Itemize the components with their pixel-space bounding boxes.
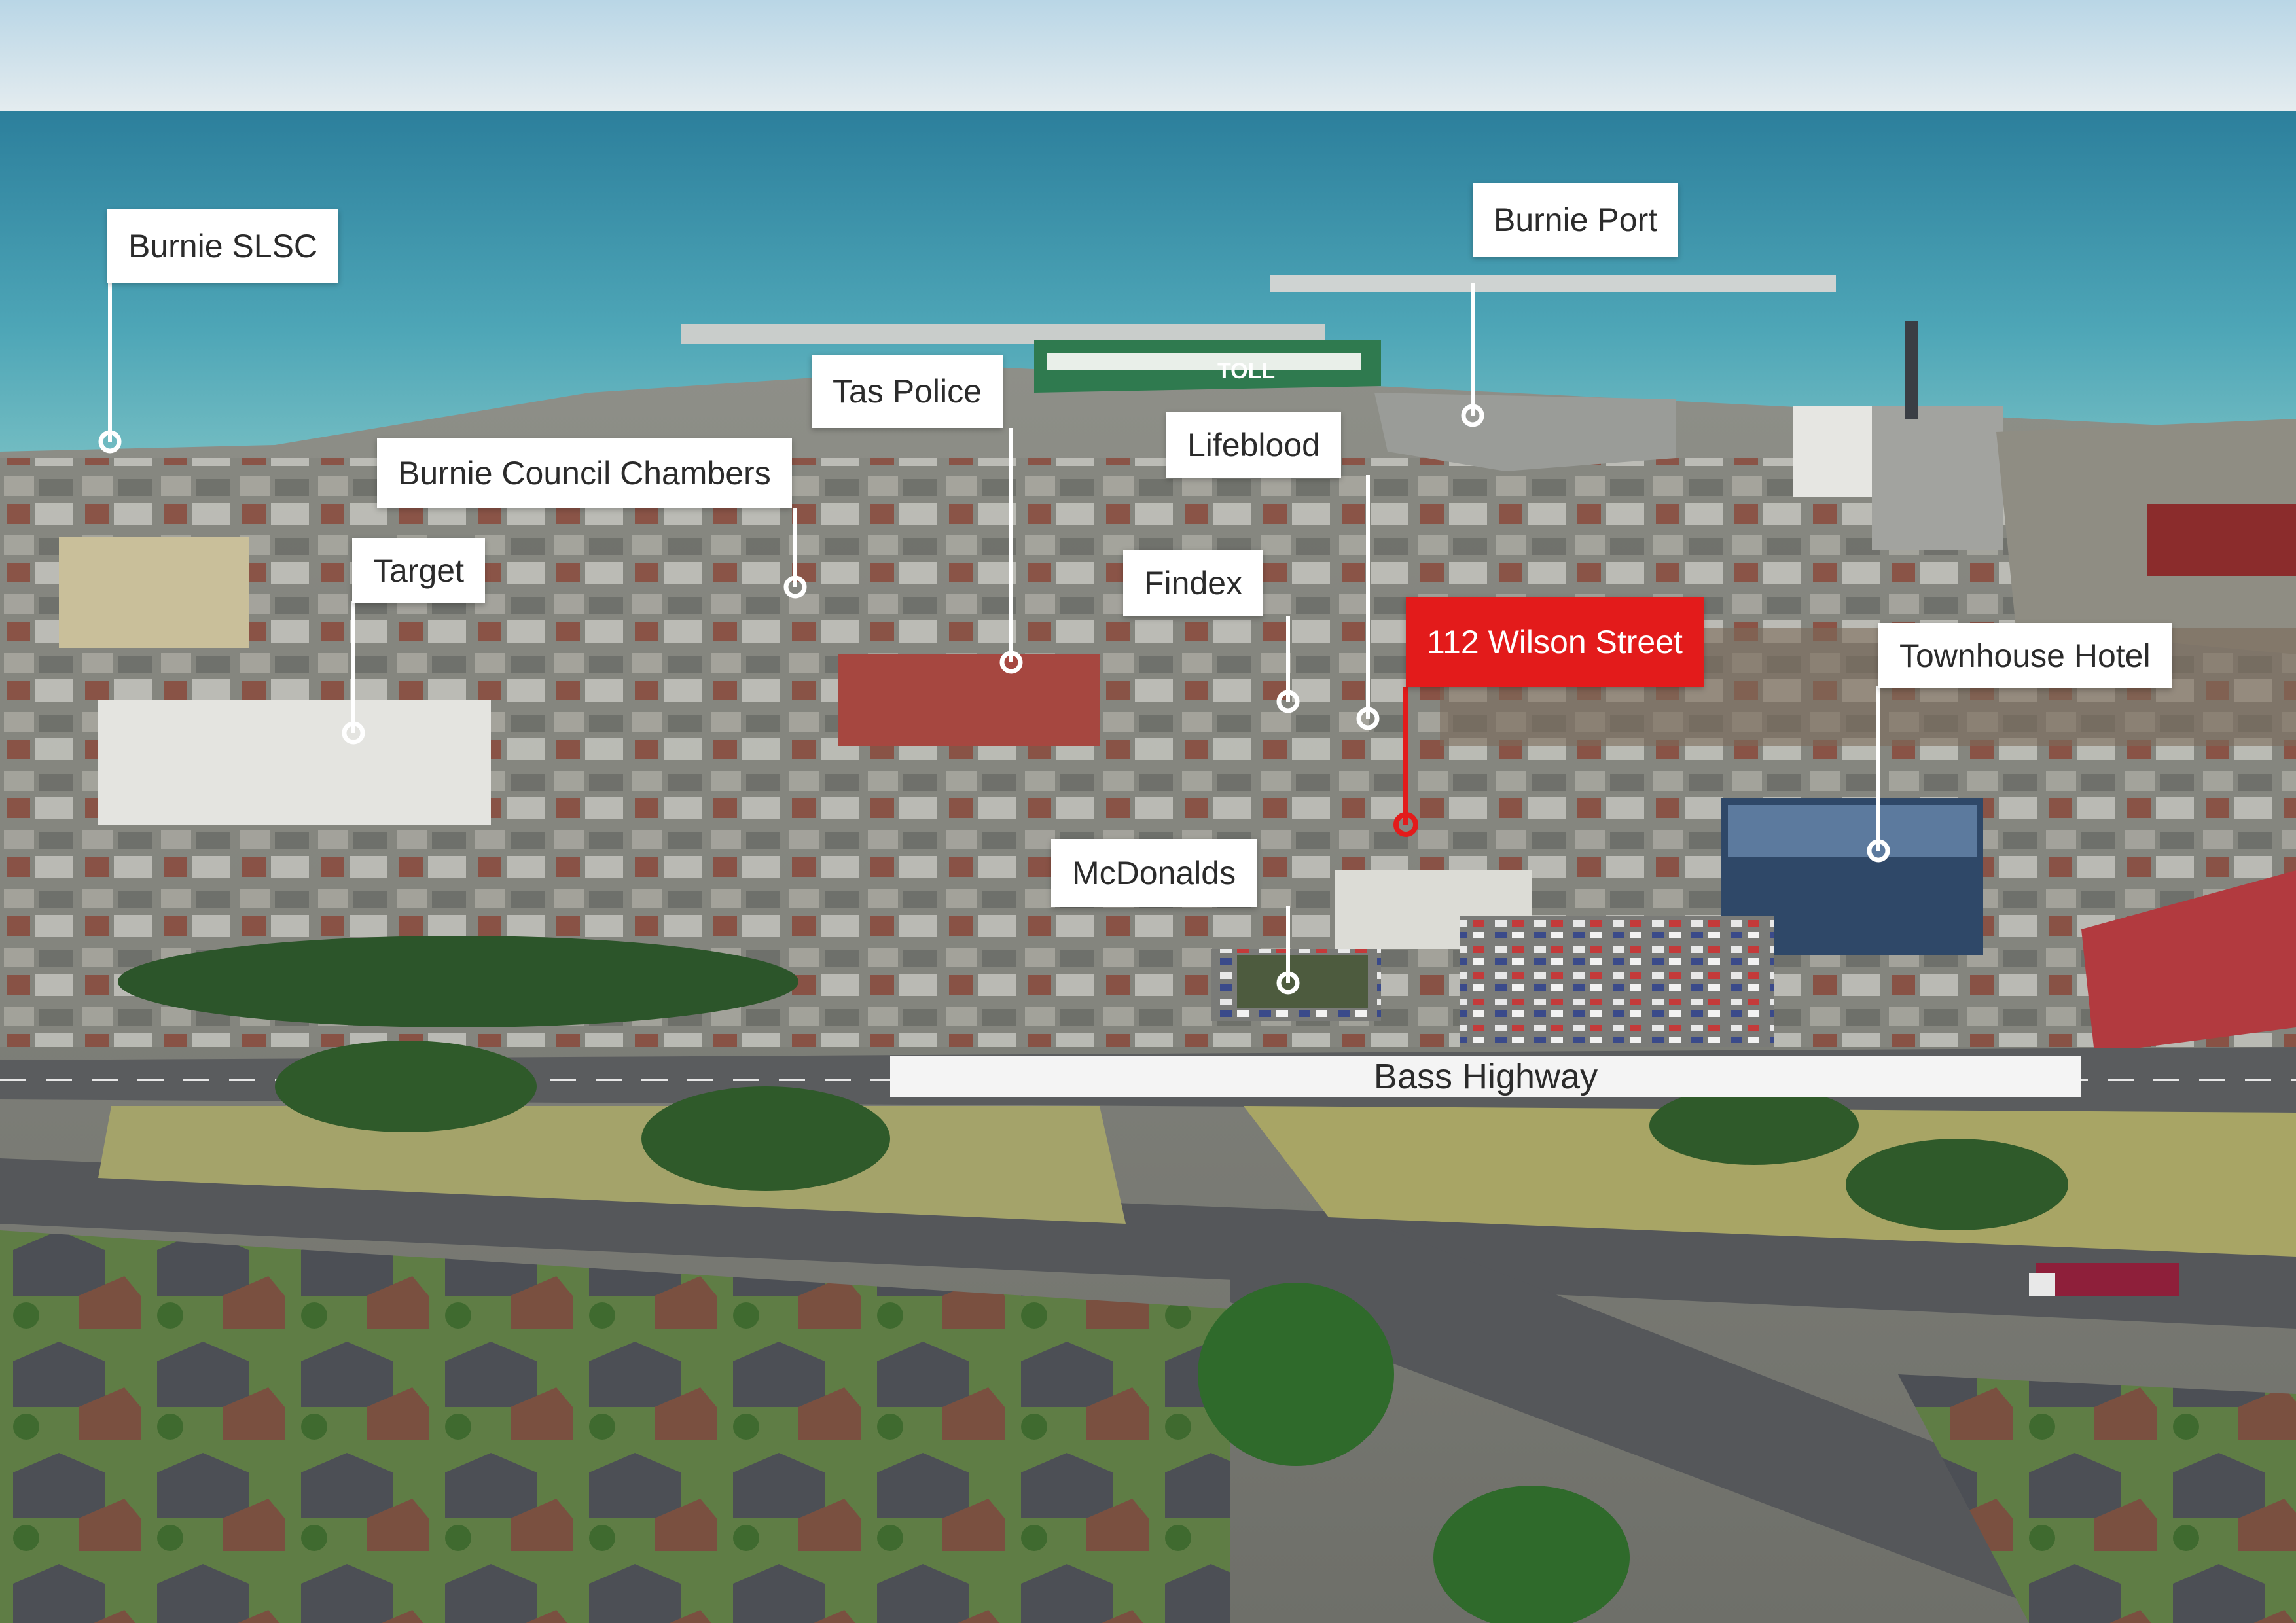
callout-label: Burnie SLSC — [128, 228, 318, 264]
callout-tas-police[interactable]: Tas Police — [812, 355, 1003, 428]
callout-label: Target — [373, 552, 464, 589]
callout-label: 112 Wilson Street — [1427, 624, 1683, 660]
callout-burnie-slsc[interactable]: Burnie SLSC — [107, 209, 339, 283]
callout-burnie-council-chambers[interactable]: Burnie Council Chambers — [377, 438, 792, 508]
callout-mcdonalds[interactable]: McDonalds — [1051, 839, 1257, 907]
callout-label: Burnie Council Chambers — [398, 455, 771, 491]
callout-label: Tas Police — [833, 373, 982, 410]
callout-target[interactable]: Target — [352, 538, 485, 603]
callout-label: McDonalds — [1072, 855, 1236, 891]
callout-burnie-port[interactable]: Burnie Port — [1473, 183, 1679, 257]
callout-townhouse-hotel[interactable]: Townhouse Hotel — [1878, 623, 2172, 688]
callout-label: Burnie Port — [1494, 202, 1658, 238]
road-label-text: Bass Highway — [1373, 1057, 1598, 1096]
callout-label: Townhouse Hotel — [1899, 637, 2151, 674]
callout-subject-property[interactable]: 112 Wilson Street — [1406, 597, 1704, 687]
callout-label: Findex — [1144, 565, 1243, 601]
toll-ship-text: TOLL — [1217, 359, 1275, 383]
callout-lifeblood[interactable]: Lifeblood — [1166, 412, 1341, 478]
callout-label: Lifeblood — [1187, 427, 1320, 463]
road-label-bass-highway: Bass Highway — [890, 1056, 2081, 1097]
callout-findex[interactable]: Findex — [1123, 550, 1264, 616]
